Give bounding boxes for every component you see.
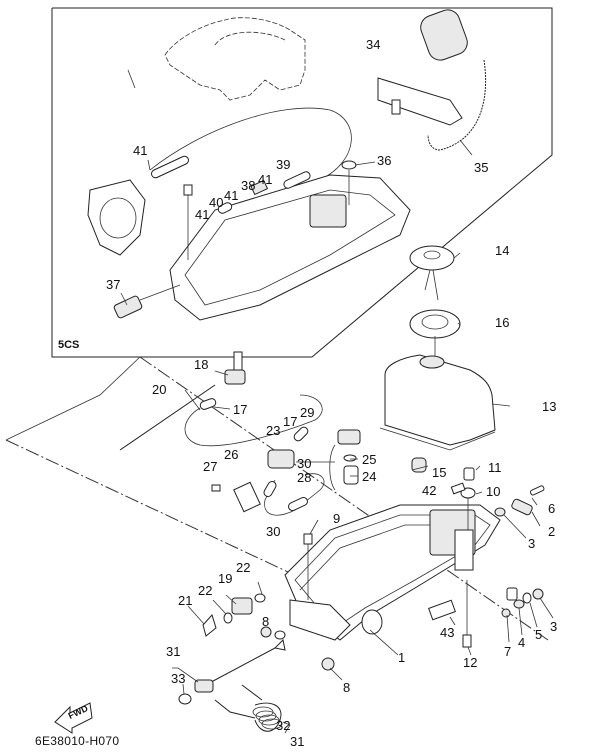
leader-lines: [120, 69, 554, 734]
document-id: 6E38010-H070: [35, 734, 120, 748]
callout-43: 43: [440, 625, 455, 640]
callout-15: 15: [432, 465, 447, 480]
callout-12: 12: [463, 655, 478, 670]
callout-30: 30: [297, 456, 312, 471]
switch-barrel: [420, 9, 468, 61]
callout-28: 28: [297, 470, 312, 485]
filter-24: [343, 465, 359, 485]
callout-3: 3: [550, 619, 558, 634]
top-cowling-outline: [164, 17, 306, 101]
callout-6: 6: [548, 501, 556, 516]
bolt-9: [303, 533, 313, 545]
section-boundary-left: [5, 439, 319, 587]
fuel-line-20: [119, 384, 216, 451]
callout-11: 11: [488, 460, 502, 475]
callout-25: 25: [362, 452, 377, 467]
callout-17: 17: [283, 414, 298, 429]
section-boundary: [139, 356, 549, 641]
callout-8: 8: [343, 680, 351, 695]
callout-41: 41: [133, 143, 148, 158]
callout-30: 30: [266, 524, 281, 539]
fuel-pump-23: [267, 449, 295, 469]
callout-31: 31: [166, 644, 181, 659]
callout-40: 40: [209, 195, 224, 210]
lanyard-32: [214, 684, 282, 732]
callout-20: 20: [152, 382, 167, 397]
inset-label: 5CS: [58, 339, 80, 351]
upper-bottom-cowling: [169, 174, 411, 321]
switch-19: [231, 597, 253, 615]
callout-23: 23: [266, 423, 281, 438]
callout-37: 37: [106, 277, 121, 292]
callout-41: 41: [224, 188, 239, 203]
gasket-16: [409, 309, 461, 339]
callout-34: 34: [366, 37, 381, 52]
callout-27: 27: [203, 459, 218, 474]
callout-16: 16: [495, 315, 510, 330]
callout-22: 22: [236, 560, 251, 575]
callout-8: 8: [262, 614, 270, 629]
callout-29: 29: [300, 405, 315, 420]
callout-19: 19: [218, 571, 233, 586]
switch-37: [113, 295, 143, 319]
callout-1: 1: [398, 650, 406, 665]
callout-35: 35: [474, 160, 489, 175]
fuel-joint-18: [224, 369, 246, 385]
callout-9: 9: [333, 511, 341, 526]
plate-26: [233, 481, 261, 513]
callout-41: 41: [195, 207, 210, 222]
callout-5: 5: [535, 627, 543, 642]
callout-33: 33: [171, 671, 186, 686]
callout-42: 42: [422, 483, 437, 498]
callout-10: 10: [486, 484, 501, 499]
hose-loop: [149, 107, 352, 181]
callout-31: 31: [290, 734, 305, 749]
callout-14: 14: [495, 243, 510, 258]
grommet-36: [341, 160, 357, 170]
label-43: [428, 599, 456, 621]
callout-13: 13: [542, 399, 557, 414]
callout-3: 3: [528, 536, 536, 551]
callout-38: 38: [241, 178, 256, 193]
callout-24: 24: [362, 469, 377, 484]
callout-32: 32: [276, 718, 291, 733]
callout-2: 2: [548, 524, 556, 539]
callout-36: 36: [377, 153, 392, 168]
callout-39: 39: [276, 157, 291, 172]
fuel-tank-13: [384, 354, 496, 446]
bracket-34: [377, 77, 463, 126]
callout-17: 17: [233, 402, 248, 417]
callout-4: 4: [518, 635, 526, 650]
section-boundary-top: [5, 356, 141, 441]
callout-7: 7: [504, 644, 512, 659]
callout-26: 26: [224, 447, 239, 462]
housing: [87, 179, 146, 256]
hose-41: [150, 155, 190, 179]
fuel-cap-14: [409, 245, 455, 271]
callout-22: 22: [198, 583, 213, 598]
callout-41: 41: [258, 172, 273, 187]
callout-21: 21: [178, 593, 193, 608]
grommet-15: [411, 457, 427, 473]
callout-18: 18: [194, 357, 209, 372]
fwd-arrow-icon: [54, 702, 93, 734]
